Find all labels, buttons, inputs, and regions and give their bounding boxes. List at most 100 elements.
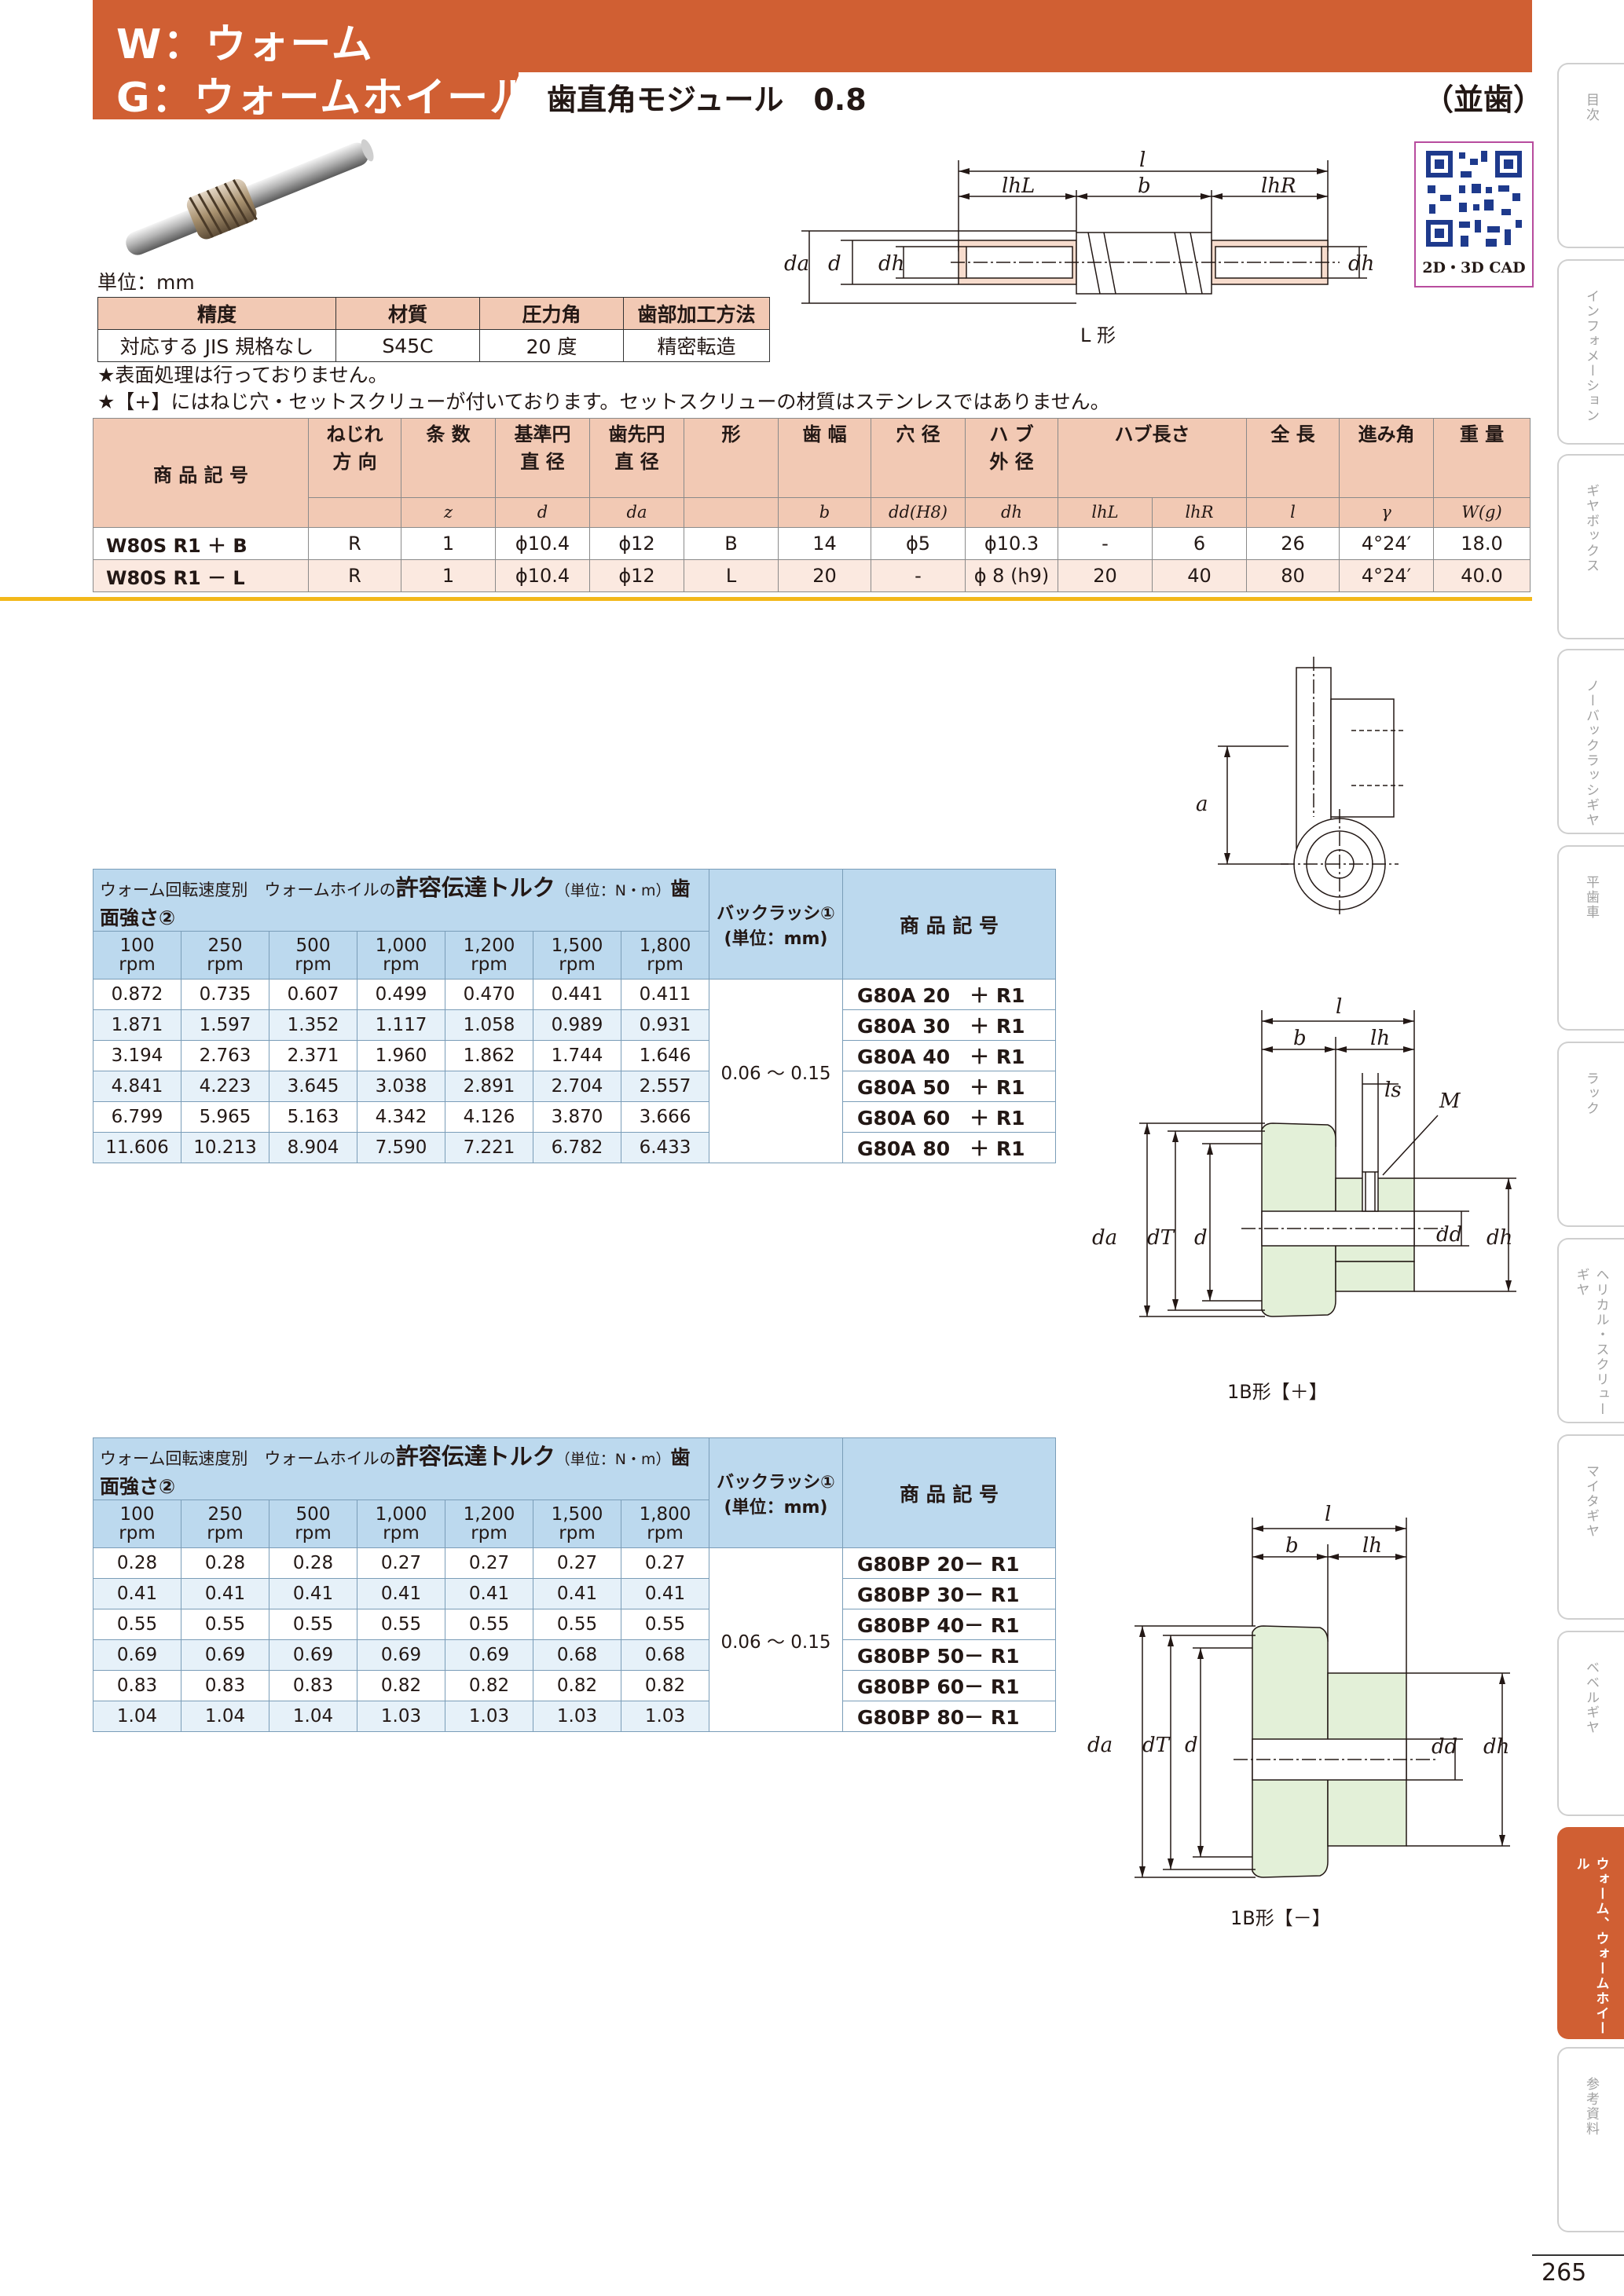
torque-value: 0.83 <box>93 1670 181 1701</box>
torque-value: 3.645 <box>269 1071 357 1102</box>
product-cell: ϕ5 <box>871 527 966 560</box>
torque-value: 2.371 <box>269 1040 357 1071</box>
nav-tab[interactable]: 目次 <box>1557 63 1624 248</box>
product-cell: R <box>308 559 401 592</box>
torque-value: 0.27 <box>357 1547 445 1579</box>
note-setscrew: ★【+】にはねじ穴・セットスクリューが付いております。セットスクリューの材質はス… <box>97 390 1110 413</box>
unit-label: 単位：mm <box>97 271 195 294</box>
torque-value: 0.82 <box>357 1670 445 1701</box>
speed-header: 1,200 rpm <box>445 1500 533 1548</box>
cad-qr-box[interactable]: 2D・3D CAD <box>1414 141 1534 287</box>
nav-tab[interactable]: インフォメーション <box>1557 259 1624 445</box>
product-code: G80BP 50－ R1 <box>842 1639 1056 1671</box>
torque-value: 1.646 <box>621 1040 709 1071</box>
torque-value: 1.352 <box>269 1009 357 1041</box>
backlash-value: 0.06 ～ 0.15 <box>709 1547 843 1732</box>
sym-cell: dh <box>965 496 1058 529</box>
torque-value: 0.69 <box>269 1639 357 1671</box>
torque-value: 0.55 <box>357 1609 445 1640</box>
torque-value: 2.704 <box>533 1071 621 1102</box>
spec-header: 材質 <box>335 297 480 330</box>
dim-dd: dd <box>1436 1223 1462 1247</box>
nav-tab[interactable]: マイタギヤ <box>1557 1434 1624 1620</box>
product-table: 商 品 記 号 ねじれ 方 向 条 数 基準円 直 径 歯先円 直 径 形 歯 … <box>93 418 1531 592</box>
product-cell: 4°24′ <box>1339 527 1434 560</box>
product-cell: 6 <box>1152 527 1247 560</box>
module-subtitle: 歯直角モジュール 0.8 <box>547 82 867 117</box>
dim-da: da <box>1092 1226 1117 1250</box>
dim-lh: lh <box>1362 1534 1382 1558</box>
product-cell: ϕ10.4 <box>495 559 590 592</box>
torque-title-prefix: ウォーム回転速度別 ウォームホイルの <box>100 881 396 899</box>
dim-a: a <box>1196 793 1208 816</box>
torque-value: 0.69 <box>93 1639 181 1671</box>
nav-tab[interactable]: 平歯車 <box>1557 845 1624 1031</box>
torque-value: 0.27 <box>445 1547 533 1579</box>
dim-dh: dh <box>1487 1226 1512 1250</box>
torque-value: 0.68 <box>533 1639 621 1671</box>
torque-title: ウォーム回転速度別 ウォームホイルの許容伝達トルク（単位：N・m）歯面強さ② <box>93 869 709 932</box>
col-code: 商 品 記 号 <box>93 418 309 528</box>
product-cell: 20 <box>778 559 871 592</box>
torque-value: 7.590 <box>357 1132 445 1163</box>
torque-value: 0.411 <box>621 979 709 1010</box>
torque-value: 0.441 <box>533 979 621 1010</box>
spec-value: 対応する JIS 規格なし <box>97 329 336 362</box>
nav-tab-label: 参考資料 <box>1583 2077 1599 2137</box>
speed-header: 1,000 rpm <box>357 931 445 980</box>
nav-tab[interactable]: 参考資料 <box>1557 2047 1624 2232</box>
torque-value: 0.41 <box>181 1578 269 1609</box>
nav-tab[interactable]: ノーバックラッシギヤ <box>1557 649 1624 834</box>
torque-value: 0.735 <box>181 979 269 1010</box>
torque-value: 0.69 <box>181 1639 269 1671</box>
sym-cell: W(g) <box>1433 496 1531 529</box>
nav-tab[interactable]: ラック <box>1557 1042 1624 1227</box>
torque-value: 6.782 <box>533 1132 621 1163</box>
nav-tab-label: インフォメーション <box>1583 289 1599 423</box>
torque-value: 1.597 <box>181 1009 269 1041</box>
product-code: G80A 50 ＋ R1 <box>842 1071 1056 1102</box>
torque-value: 1.03 <box>445 1701 533 1732</box>
header-slant <box>500 72 520 119</box>
nav-tab[interactable]: ベベルギヤ <box>1557 1631 1624 1816</box>
product-code: G80BP 30－ R1 <box>842 1578 1056 1609</box>
dim-l: l <box>1325 1503 1331 1526</box>
torque-value: 1.058 <box>445 1009 533 1041</box>
torque-value: 6.799 <box>93 1101 181 1133</box>
col-starts: 条 数 <box>401 418 496 498</box>
torque-title-unit: （単位：N・m） <box>555 882 671 899</box>
side-view-diagram: a <box>1196 657 1406 917</box>
col-width: 歯 幅 <box>778 418 871 498</box>
product-code: G80BP 20－ R1 <box>842 1547 1056 1579</box>
torque-value: 0.69 <box>445 1639 533 1671</box>
product-code: G80A 20 ＋ R1 <box>842 979 1056 1010</box>
nav-tab[interactable]: ギヤボックス <box>1557 454 1624 639</box>
dim-da: da <box>1087 1734 1113 1757</box>
worm-l-diagram: l lhL b lhR da d dh dh L 形 <box>784 149 1374 346</box>
torque-value: 0.28 <box>269 1547 357 1579</box>
spec-header: 歯部加工方法 <box>623 297 770 330</box>
torque-value: 8.904 <box>269 1132 357 1163</box>
nav-tab[interactable]: ヘリカル・スクリューギヤ <box>1557 1238 1624 1423</box>
torque-value: 0.55 <box>269 1609 357 1640</box>
spec-value: 20 度 <box>479 329 624 362</box>
col-hub-dia: ハ ブ 外 径 <box>965 418 1058 498</box>
torque-value: 0.41 <box>621 1578 709 1609</box>
torque-value: 0.69 <box>357 1639 445 1671</box>
torque-value: 5.965 <box>181 1101 269 1133</box>
product-code: G80A 30 ＋ R1 <box>842 1009 1056 1041</box>
torque-value: 0.499 <box>357 979 445 1010</box>
product-cell: ϕ10.4 <box>495 527 590 560</box>
product-cell: - <box>1058 527 1153 560</box>
nav-tab[interactable]: ウォーム、ウォームホイール <box>1557 1827 1624 2039</box>
dim-b: b <box>1138 174 1151 198</box>
dim-b: b <box>1293 1027 1307 1050</box>
torque-value: 7.221 <box>445 1132 533 1163</box>
sym-cell: l <box>1246 496 1340 529</box>
